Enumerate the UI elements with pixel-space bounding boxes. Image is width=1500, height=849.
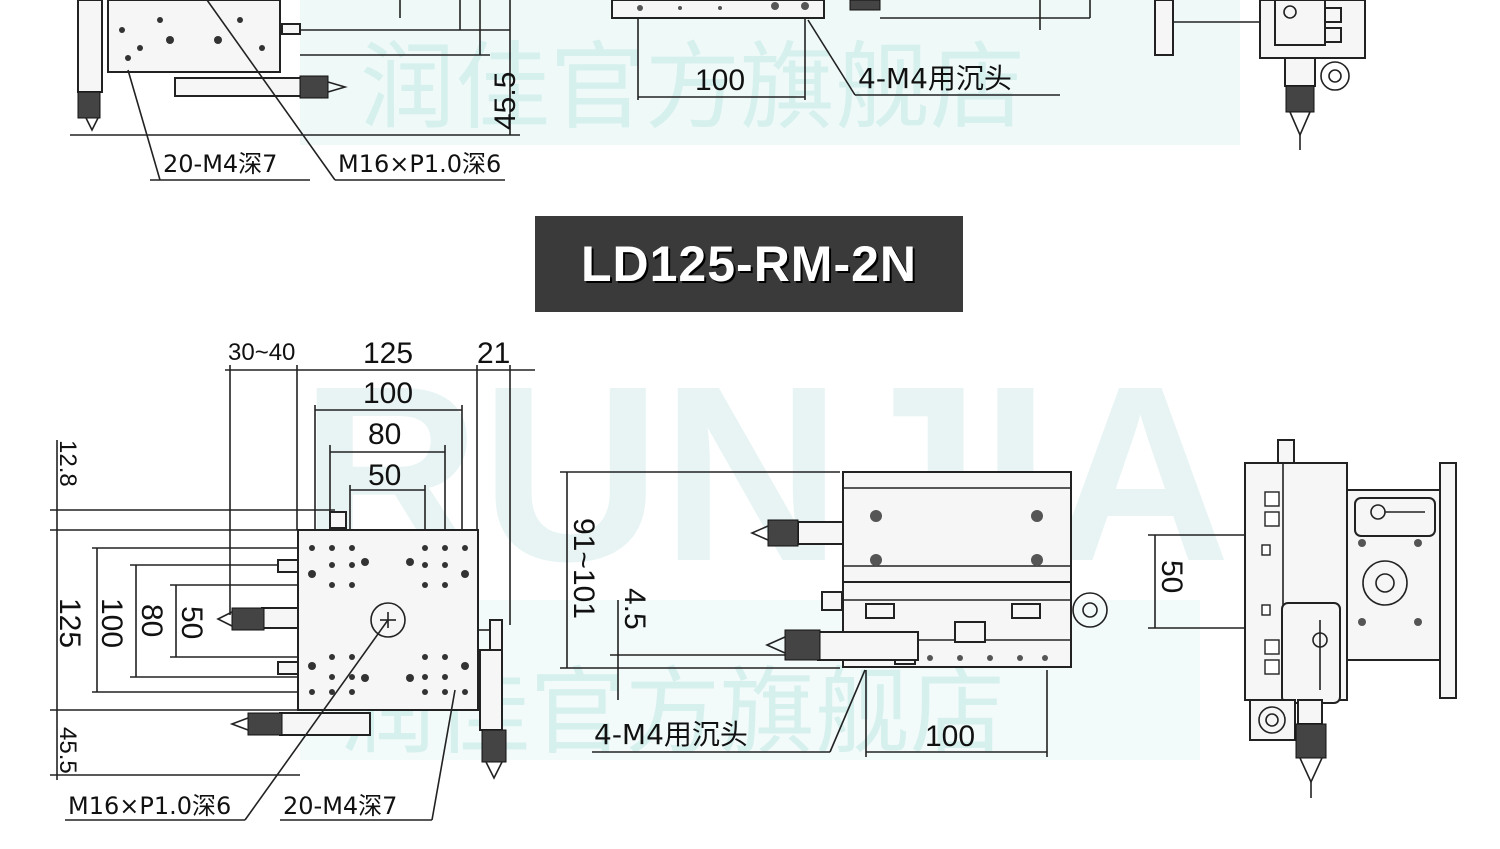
top-callout-m16: M16×P1.0深6	[338, 150, 501, 178]
top-view-dim-21: 21	[477, 337, 510, 370]
top-view-dim-50-w: 50	[368, 459, 401, 492]
top-view-dim-80-w: 80	[368, 418, 401, 451]
top-micrometer-knob	[77, 91, 101, 119]
front-view-dim-4-5: 4.5	[618, 588, 651, 630]
top-dim-45-5: 45.5	[489, 72, 522, 130]
top-view-micrometer-bottom	[247, 712, 283, 736]
top-view-holes	[308, 545, 469, 695]
watermark-cjk-top: 润佳官方旗舰店	[360, 33, 1025, 143]
top-view-dim-100-h: 100	[95, 598, 128, 648]
top-view-dim-80-h: 80	[135, 604, 168, 637]
front-view: 91~101 4.5 100	[560, 471, 1108, 757]
side-view-dim-50: 50	[1155, 560, 1188, 593]
top-view: 30~40 125 21 100 80 50 12.8 125 100 80 5…	[50, 337, 535, 821]
top-stage-side	[77, 0, 103, 93]
model-title: LD125-RM-2N	[580, 236, 918, 292]
model-title-banner: LD125-RM-2N	[535, 216, 963, 312]
front-view-micrometer-upper	[767, 519, 799, 547]
top-view-dim-125-w: 125	[363, 337, 413, 370]
top-stage-plate	[107, 0, 281, 73]
side-view-micrometer	[1295, 723, 1327, 759]
top-callout-countersunk: 4-M4用沉头	[858, 62, 1012, 95]
top-view-center-hole	[370, 602, 406, 638]
top-view-dim-12-8: 12.8	[54, 440, 81, 487]
side-view-flange	[1439, 462, 1457, 699]
front-view-callout-countersunk: 4-M4用沉头	[594, 718, 748, 751]
top-micrometer-knob-2	[299, 75, 329, 99]
top-view-callout-m4-depth: 20-M4深7	[283, 792, 397, 820]
top-view-dim-50-h: 50	[175, 606, 208, 639]
top-view-dim-100-w: 100	[363, 377, 413, 410]
top-view-callout-m16: M16×P1.0深6	[68, 792, 231, 820]
top-view-dim-45-5: 45.5	[54, 727, 81, 774]
top-callout-m4-depth: 20-M4深7	[163, 150, 277, 178]
top-view-micrometer-left	[231, 607, 265, 631]
front-view-dim-100: 100	[925, 720, 975, 753]
front-view-micrometer-lower	[784, 629, 821, 661]
top-section: 45.5 20-M4深7 M16×P1.0深6 100 4-M4用沉头	[70, 0, 1366, 181]
front-view-dim-91-101: 91~101	[567, 518, 600, 619]
top-view-dim-125-h: 125	[53, 598, 86, 648]
front-view-knob	[1072, 592, 1108, 628]
top-view-dim-30-40: 30~40	[228, 339, 295, 366]
top-dim-100: 100	[695, 64, 745, 97]
side-view: 50	[1148, 439, 1457, 798]
top-view-micrometer-right	[481, 729, 507, 763]
